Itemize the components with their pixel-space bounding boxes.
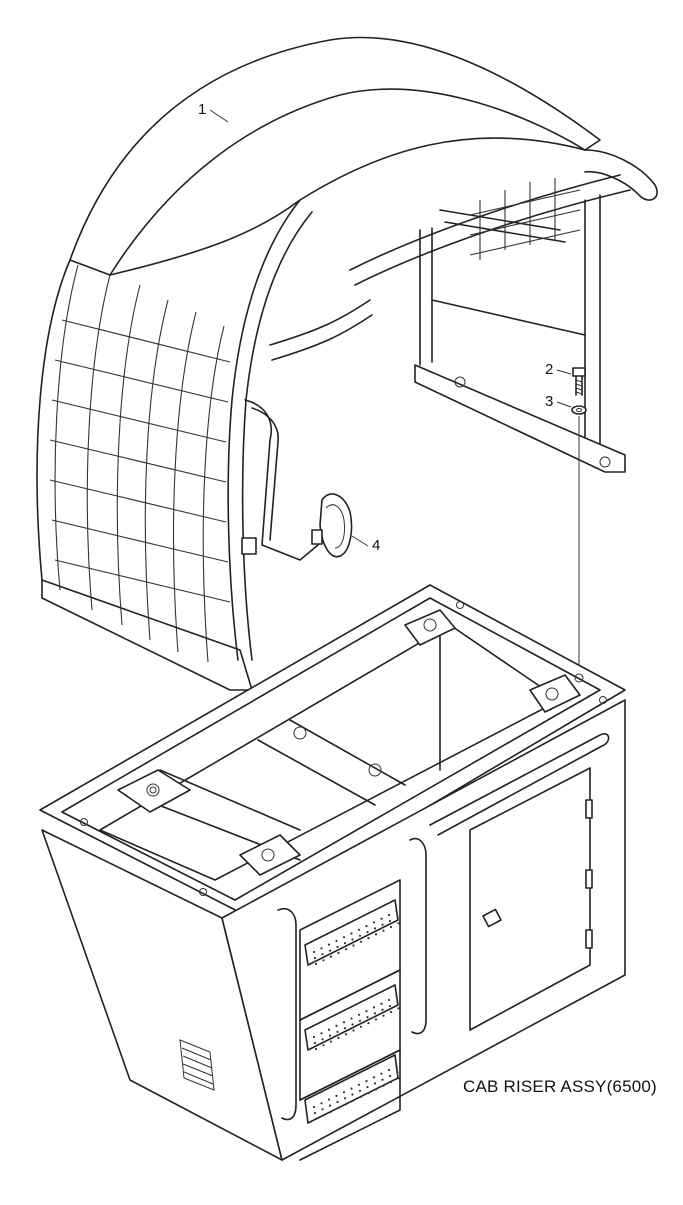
mirror bbox=[241, 493, 353, 558]
svg-text:1: 1 bbox=[198, 101, 206, 118]
svg-text:4: 4 bbox=[372, 537, 380, 554]
riser-box bbox=[39, 584, 626, 1161]
bolt bbox=[572, 367, 586, 396]
callout-1: 1 bbox=[198, 101, 229, 123]
drawing-caption: CAB RISER ASSY(6500) bbox=[463, 1077, 657, 1096]
callout-3: 3 bbox=[545, 393, 572, 410]
svg-text:2: 2 bbox=[545, 361, 553, 378]
vent-grille bbox=[179, 1039, 215, 1091]
washer bbox=[571, 405, 587, 415]
callout-4: 4 bbox=[351, 535, 380, 554]
guard-frame bbox=[36, 36, 658, 691]
svg-text:3: 3 bbox=[545, 393, 553, 410]
callout-2: 2 bbox=[545, 361, 572, 378]
